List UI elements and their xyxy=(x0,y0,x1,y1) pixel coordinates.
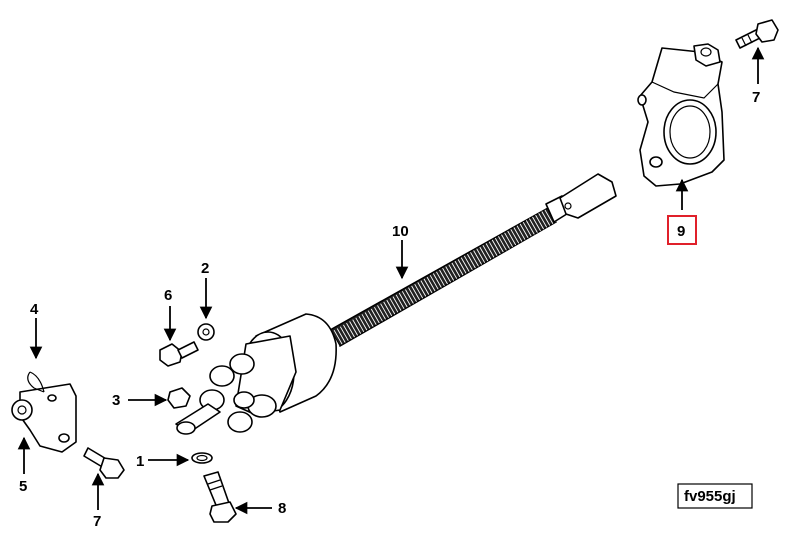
small-washer-part xyxy=(191,452,213,464)
callout-10: 10 xyxy=(392,223,409,240)
washer-part xyxy=(197,323,215,341)
nut-part xyxy=(167,387,191,409)
reference-code-box: fv955gj xyxy=(677,483,753,509)
callout-3: 3 xyxy=(112,392,120,409)
callout-2: 2 xyxy=(201,260,209,277)
callout-4: 4 xyxy=(30,301,39,318)
callout-labels: 7 9 10 2 6 3 1 8 4 5 7 xyxy=(19,89,760,530)
callout-9: 9 xyxy=(677,223,685,240)
mounting-bracket-part xyxy=(637,43,725,187)
actuator-knobs xyxy=(199,353,277,433)
bolt-top-right xyxy=(735,19,779,49)
callout-1: 1 xyxy=(136,453,144,470)
callout-8: 8 xyxy=(278,500,286,517)
callout-7-top: 7 xyxy=(752,89,760,106)
bolt-6-part xyxy=(159,341,199,367)
callout-7-bottom: 7 xyxy=(93,513,101,530)
bolt-bottom-left xyxy=(83,447,125,479)
highlight-box-9 xyxy=(667,215,697,245)
callout-5: 5 xyxy=(19,478,27,495)
reference-code: fv955gj xyxy=(684,488,736,505)
callout-6: 6 xyxy=(164,287,172,304)
cable-assembly-part xyxy=(175,173,617,435)
leader-lines xyxy=(17,46,765,515)
cotter-pin-part xyxy=(27,371,45,393)
left-bracket-part xyxy=(11,383,77,453)
bolt-8-part xyxy=(203,471,237,523)
